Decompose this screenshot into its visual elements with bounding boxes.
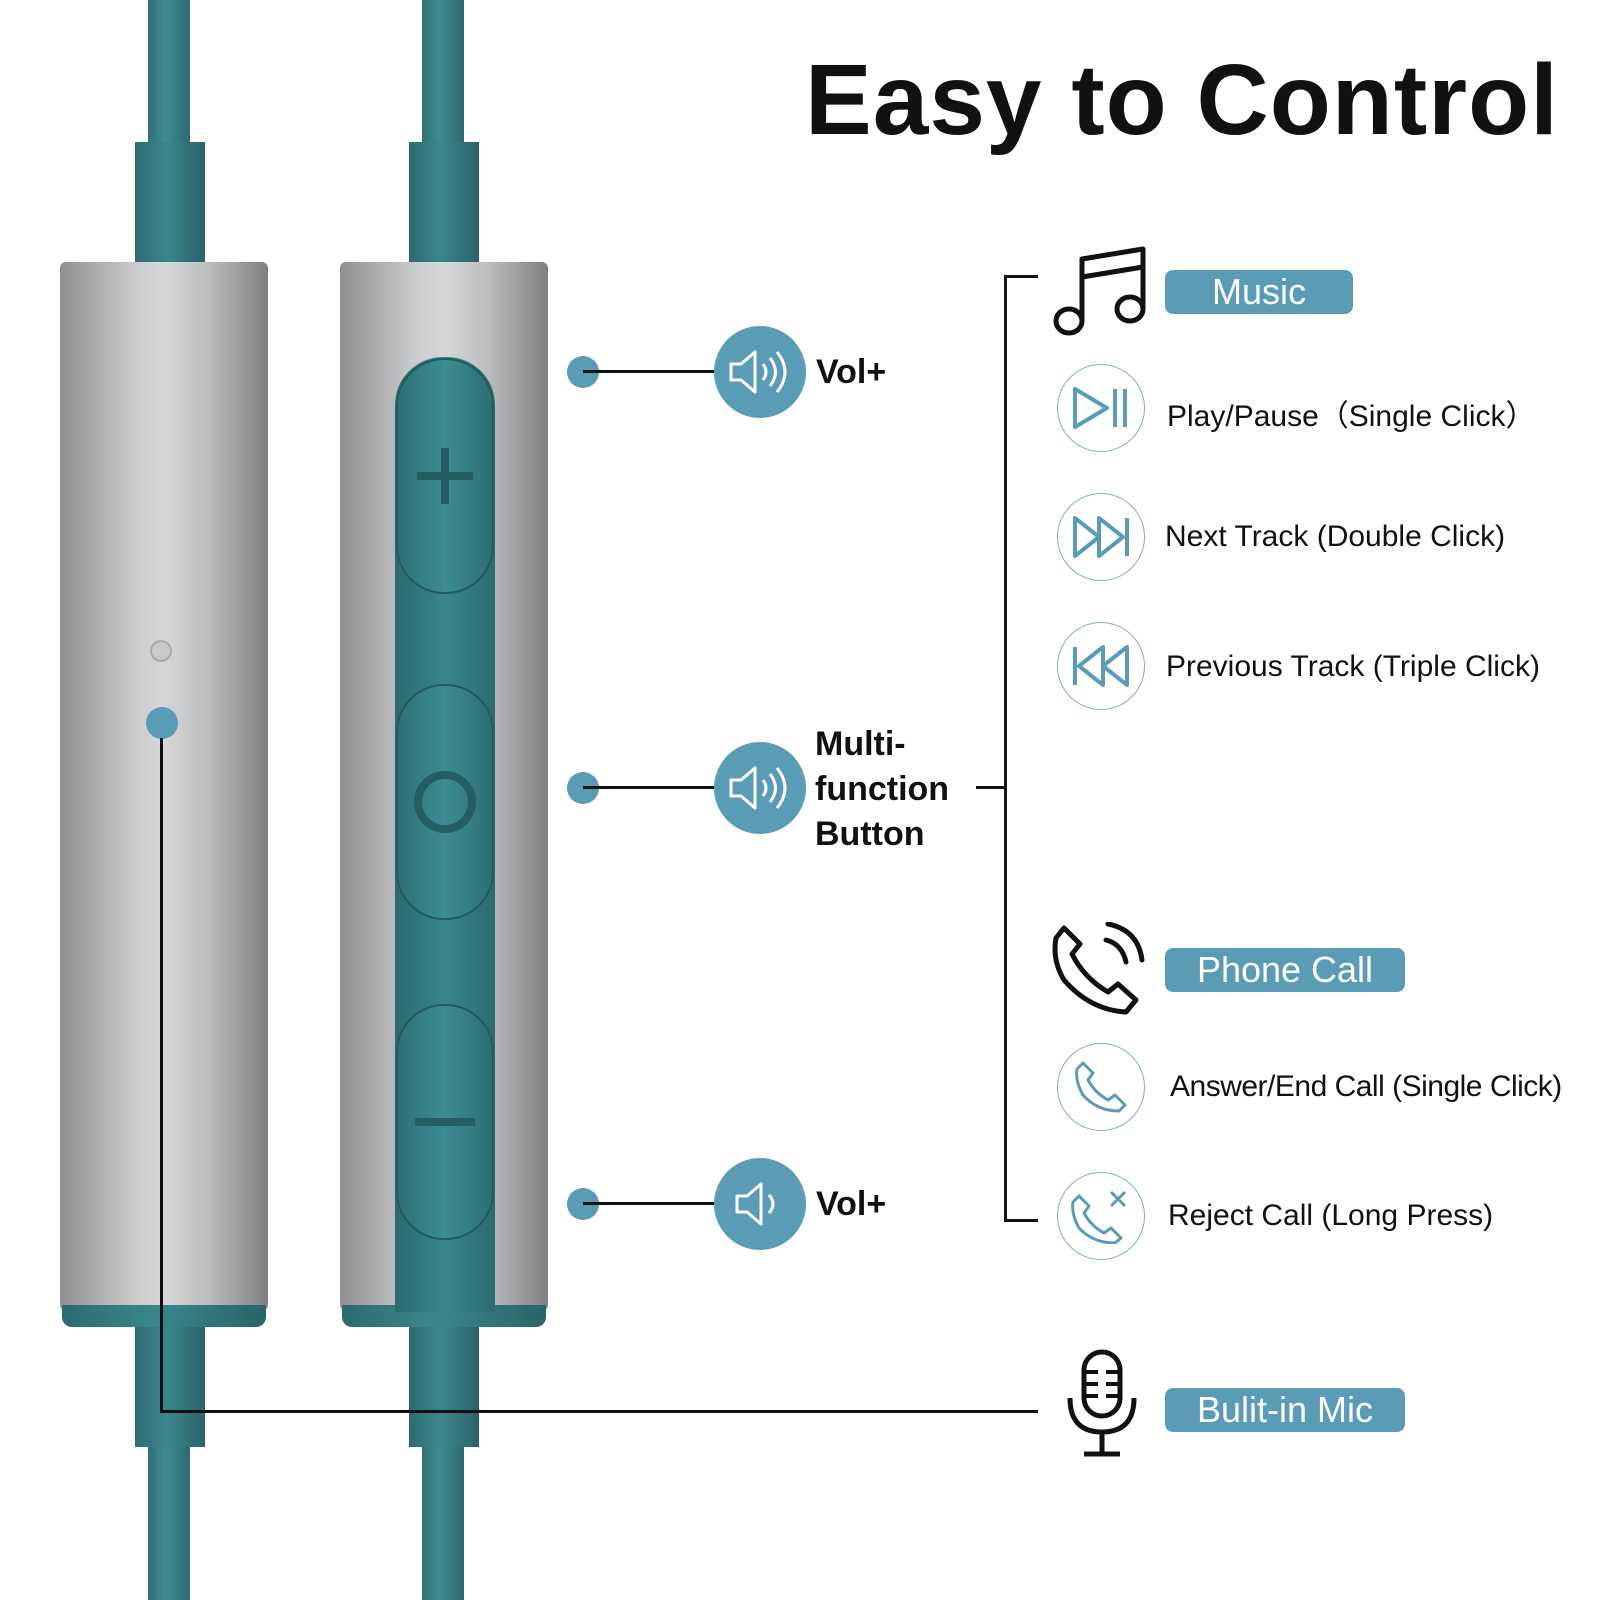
multifunction-label-line-3: Button (815, 815, 925, 853)
bracket-bottom-arm (1004, 1219, 1038, 1222)
multifunction-button[interactable] (396, 684, 494, 920)
phone-item-reject: Reject Call (Long Press) (1168, 1199, 1494, 1232)
left-cable-bottom (148, 1447, 190, 1600)
plus-icon (417, 448, 473, 504)
left-housing-base (62, 1305, 266, 1327)
microphone-icon (1062, 1348, 1142, 1465)
speaker-high-icon (714, 742, 806, 834)
phone-ringing-icon (1050, 921, 1148, 1023)
mic-line-horizontal (160, 1410, 1038, 1413)
callout-line-middle (583, 786, 718, 789)
left-housing (60, 262, 268, 1312)
multifunction-label-line-2: function (815, 770, 950, 808)
callout-label-bottom: Vol+ (816, 1185, 887, 1223)
phone-call-tag: Phone Call (1165, 948, 1405, 992)
volume-down-button[interactable] (396, 1004, 494, 1240)
music-tag: Music (1165, 270, 1353, 314)
bracket-vertical (1004, 275, 1007, 1222)
right-cable-bottom (422, 1447, 464, 1600)
callout-label-top: Vol+ (816, 353, 887, 391)
bracket-top-arm (1004, 275, 1038, 278)
circle-icon (414, 771, 476, 833)
multifunction-label: Multi- function Button (815, 722, 949, 857)
page-title: Easy to Control (805, 44, 1559, 156)
music-item-next-track: Next Track (Double Click) (1165, 520, 1506, 553)
mic-hole (150, 640, 172, 662)
music-note-icon (1052, 245, 1147, 345)
right-cable-top (422, 0, 464, 145)
previous-track-icon (1057, 622, 1145, 710)
left-cable-collar-bottom (135, 1327, 205, 1447)
right-cable-collar-bottom (409, 1327, 479, 1447)
next-track-icon (1057, 493, 1145, 581)
bracket-connector (976, 786, 1006, 789)
minus-icon (415, 1118, 475, 1126)
left-cable-collar-top (135, 142, 205, 262)
multifunction-label-line-1: Multi- (815, 725, 906, 763)
phone-icon (1057, 1043, 1145, 1131)
mic-pointer-dot (146, 707, 178, 739)
right-cable-collar-top (409, 142, 479, 262)
mic-line-vertical (160, 738, 163, 1413)
right-housing-base (342, 1305, 546, 1327)
music-item-previous-track: Previous Track (Triple Click) (1166, 650, 1540, 683)
play-pause-icon (1057, 364, 1145, 452)
volume-up-button[interactable] (396, 358, 494, 594)
music-item-play-pause: Play/Pause（Single Click） (1167, 400, 1536, 433)
built-in-mic-tag: Bulit-in Mic (1165, 1388, 1405, 1432)
phone-reject-icon (1057, 1172, 1145, 1260)
speaker-high-icon (714, 326, 806, 418)
callout-line-bottom (583, 1202, 718, 1205)
phone-item-answer-end: Answer/End Call (Single Click) (1170, 1070, 1562, 1103)
speaker-low-icon (714, 1158, 806, 1250)
callout-line-top (583, 370, 718, 373)
left-cable-top (148, 0, 190, 145)
